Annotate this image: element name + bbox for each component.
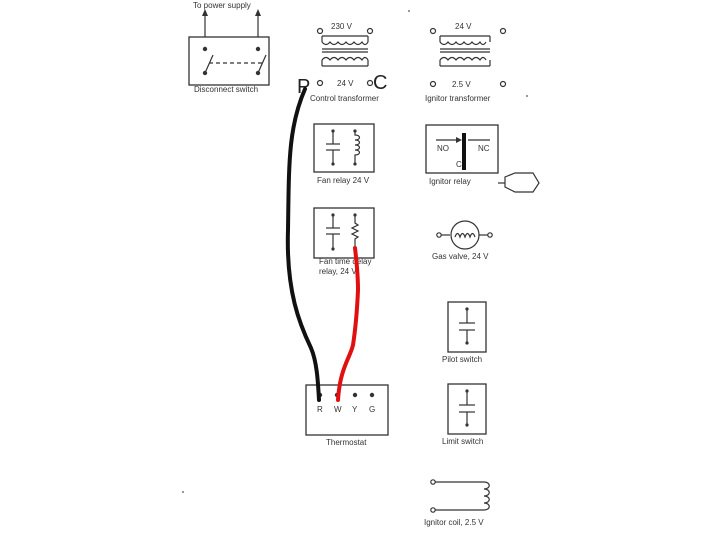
gas-valve [436,220,493,250]
power-supply-arrows [202,9,261,40]
power-supply-label: To power supply [193,1,251,10]
control-transformer [316,27,374,87]
limit-switch [447,383,487,435]
control-transformer-secondary: 24 V [337,79,354,88]
red-wire [336,246,361,402]
control-transformer-primary: 230 V [331,22,353,31]
stray-dot [408,10,410,12]
gas-valve-label: Gas valve, 24 V [432,252,489,261]
ignitor-coil-label: Ignitor coil, 2.5 V [424,518,484,527]
c-marker: C [373,72,387,94]
pilot-switch [447,301,487,353]
fan-relay [313,123,375,173]
thermostat-label: Thermostat [326,438,367,447]
pilot-switch-label: Pilot switch [442,355,482,364]
fan-time-relay-label-1: Fan time delay [319,257,371,266]
limit-switch-label: Limit switch [442,437,483,446]
ignitor-transformer-label: Ignitor transformer [425,94,491,103]
ignitor-relay-nc: NC [478,144,490,153]
ignitor-transformer-primary: 24 V [455,22,472,31]
black-wire [285,87,321,402]
stray-dot [182,491,184,493]
disconnect-switch-label: Disconnect switch [194,85,258,94]
stray-dot [526,95,528,97]
terminal-w: W [334,405,342,414]
disconnect-switch [188,36,270,86]
terminal-g: G [369,405,375,414]
ignitor-relay-label: Ignitor relay [429,177,471,186]
ignitor-relay-no: NO [437,144,449,153]
terminal-y: Y [352,405,358,414]
ignitor-transformer-secondary: 2.5 V [452,80,471,89]
ignitor-coil [430,479,490,513]
control-transformer-label: Control transformer [310,94,379,103]
ignitor-transformer [429,27,507,88]
fan-relay-label: Fan relay 24 V [317,176,370,185]
p-marker: P [297,76,310,98]
fan-time-relay-label-2: relay, 24 V [319,267,357,276]
fan-time-delay-relay [313,207,375,259]
ignitor-relay [425,124,540,193]
terminal-r: R [317,405,323,414]
ignitor-relay-c: C [456,160,462,169]
